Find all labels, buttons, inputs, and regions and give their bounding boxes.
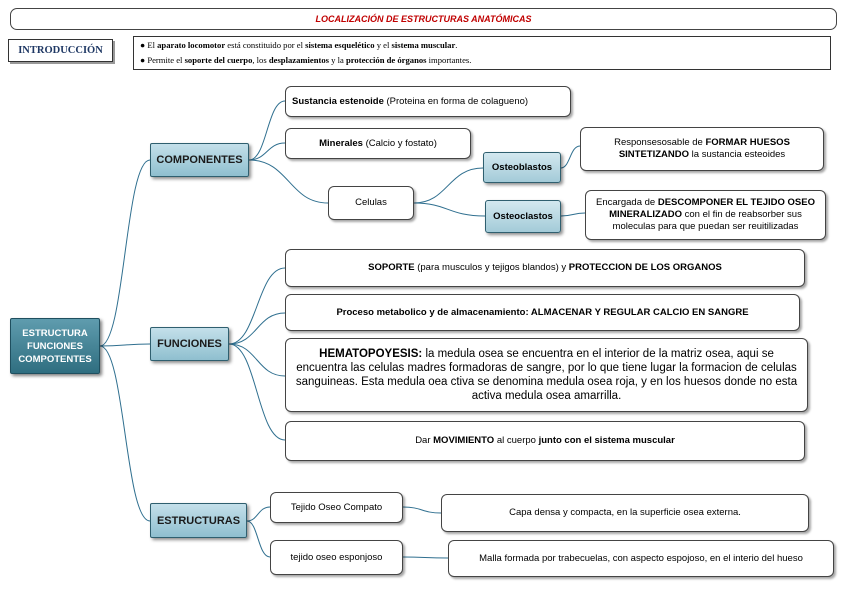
text-segment: con el fin de reabsorber sus moleculas p… bbox=[612, 209, 802, 232]
sustancia-estenoide-node: Sustancia estenoide (Proteina en forma d… bbox=[285, 86, 571, 117]
introduction-text-box: ● El aparato locomotor está constituido … bbox=[133, 36, 831, 70]
text-segment: Encargada de bbox=[596, 197, 658, 208]
page-title: LOCALIZACIÓN DE ESTRUCTURAS ANATÓMICAS bbox=[10, 8, 837, 30]
bold-segment: SOPORTE bbox=[368, 262, 415, 273]
text-segment: ● El bbox=[140, 40, 158, 50]
text-segment: (para musculos y tejigos blandos) y bbox=[414, 262, 569, 273]
bold-segment: DESCOMPONER EL TEJIDO OSEO MINERALIZADO bbox=[609, 197, 815, 220]
bold-segment: ALMACENAR Y REGULAR CALCIO EN SANGRE bbox=[530, 306, 749, 318]
text-segment: ● Permite el bbox=[140, 55, 185, 65]
osteoblastos-description: Responsesosable de FORMAR HUESOS SINTETI… bbox=[580, 127, 824, 171]
root-node: ESTRUCTURA FUNCIONES COMPOTENTES bbox=[10, 318, 100, 374]
celulas-node: Celulas bbox=[328, 186, 414, 220]
text-segment: está constituido por el bbox=[225, 40, 306, 50]
rich-text: ● El aparato locomotor está constituido … bbox=[140, 40, 457, 50]
bold-segment: soporte del cuerpo bbox=[184, 55, 253, 65]
bold-segment: aparato locomotor bbox=[157, 40, 226, 50]
bold-segment: desplazamientos bbox=[268, 55, 330, 65]
rich-text: HEMATOPOYESIS: la medula osea se encuent… bbox=[294, 347, 799, 403]
tejido-compacto-description: Capa densa y compacta, en la superficie … bbox=[441, 494, 809, 532]
tejido-compacto-node: Tejido Oseo Compato bbox=[270, 492, 403, 523]
osteoclastos-description: Encargada de DESCOMPONER EL TEJIDO OSEO … bbox=[585, 190, 826, 240]
estructuras-node: ESTRUCTURAS bbox=[150, 503, 247, 538]
text-segment: (Calcio y fostato) bbox=[362, 137, 437, 149]
movimiento-node: Dar MOVIMIENTO al cuerpo junto con el si… bbox=[285, 421, 805, 461]
rich-text: SOPORTE (para musculos y tejigos blandos… bbox=[368, 262, 722, 274]
bold-segment: sistema esquelético bbox=[305, 40, 375, 50]
intro-line-1: ● El aparato locomotor está constituido … bbox=[140, 38, 830, 53]
introduccion-button[interactable]: INTRODUCCIÓN bbox=[8, 39, 113, 62]
componentes-node: COMPONENTES bbox=[150, 143, 249, 177]
root-line-2: FUNCIONES bbox=[27, 340, 83, 352]
bold-segment: junto con el sistema muscular bbox=[538, 435, 675, 446]
rich-text: Minerales (Calcio y fostato) bbox=[319, 138, 437, 150]
funciones-node: FUNCIONES bbox=[150, 327, 229, 361]
rich-text: Proceso metabolico y de almacenamiento: … bbox=[336, 307, 748, 319]
rich-text: ● Permite el soporte del cuerpo, los des… bbox=[140, 55, 471, 65]
bold-segment: MOVIMIENTO bbox=[433, 435, 495, 446]
text-segment: (Proteina en forma de colagueno) bbox=[383, 95, 529, 107]
osteoclastos-node: Osteoclastos bbox=[485, 200, 561, 233]
rich-text: Responsesosable de FORMAR HUESOS SINTETI… bbox=[587, 137, 817, 161]
rich-text: Dar MOVIMIENTO al cuerpo junto con el si… bbox=[415, 435, 675, 447]
osteoblastos-node: Osteoblastos bbox=[483, 152, 561, 183]
minerales-node: Minerales (Calcio y fostato) bbox=[285, 128, 471, 159]
soporte-node: SOPORTE (para musculos y tejigos blandos… bbox=[285, 249, 805, 287]
text-segment: al cuerpo bbox=[494, 435, 539, 446]
text-segment: Responsesosable de bbox=[614, 137, 706, 148]
root-line-1: ESTRUCTURA bbox=[22, 327, 88, 339]
intro-line-2: ● Permite el soporte del cuerpo, los des… bbox=[140, 53, 830, 68]
rich-text: Sustancia estenoide (Proteina en forma d… bbox=[292, 96, 528, 108]
text-segment: , los bbox=[252, 55, 269, 65]
bold-segment: Minerales bbox=[319, 137, 363, 149]
tejido-esponjoso-description: Malla formada por trabecuelas, con aspec… bbox=[448, 540, 834, 577]
tejido-esponjoso-node: tejido oseo esponjoso bbox=[270, 540, 403, 575]
text-segment: y la bbox=[329, 55, 346, 65]
bold-segment: sistema muscular bbox=[391, 40, 456, 50]
root-line-3: COMPOTENTES bbox=[18, 353, 92, 365]
text-segment: Dar bbox=[415, 435, 434, 446]
text-segment: la medula osea se encuentra en el interi… bbox=[295, 348, 798, 402]
hematopoyesis-node: HEMATOPOYESIS: la medula osea se encuent… bbox=[285, 338, 808, 412]
rich-text: Encargada de DESCOMPONER EL TEJIDO OSEO … bbox=[592, 197, 819, 233]
text-segment: importantes. bbox=[426, 55, 472, 65]
bold-segment: Sustancia estenoide bbox=[292, 95, 384, 107]
text-segment: . bbox=[455, 40, 458, 50]
text-segment: la sustancia esteoides bbox=[689, 149, 786, 160]
bold-segment: FORMAR HUESOS SINTETIZANDO bbox=[618, 137, 790, 160]
bold-segment: HEMATOPOYESIS: bbox=[319, 348, 423, 360]
bold-segment: Proceso metabolico y de almacenamiento: bbox=[336, 306, 531, 318]
bold-segment: PROTECCION DE LOS ORGANOS bbox=[568, 262, 722, 273]
metabolico-node: Proceso metabolico y de almacenamiento: … bbox=[285, 294, 800, 331]
bold-segment: protección de órganos bbox=[345, 55, 427, 65]
text-segment: y el bbox=[374, 40, 392, 50]
